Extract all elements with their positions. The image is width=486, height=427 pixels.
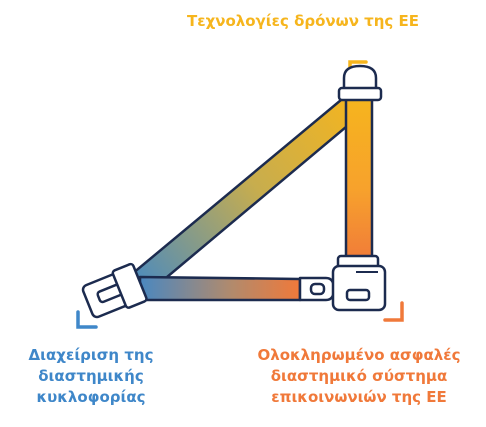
belt-strap-vertical xyxy=(344,94,374,266)
belt-strap-diagonal xyxy=(118,88,373,300)
belt-strap-horizontal xyxy=(138,275,302,302)
label-secure-connectivity-system: Ολοκληρωμένο ασφαλές διαστημικό σύστημα … xyxy=(232,345,486,408)
label-line: Τεχνολογίες δρόνων της ΕΕ xyxy=(186,12,419,30)
label-line: Ολοκληρωμένο ασφαλές xyxy=(257,346,461,364)
label-line: διαστημικής xyxy=(38,367,144,385)
label-line: κυκλοφορίας xyxy=(36,388,146,406)
corner-bracket-right xyxy=(383,301,404,322)
label-line: διαστημικό σύστημα xyxy=(270,367,448,385)
belt-tongue-plate xyxy=(298,276,336,302)
belt-buckle-receiver xyxy=(331,254,387,312)
belt-latch-left xyxy=(81,262,148,319)
label-space-traffic-management: Διαχείριση της διαστημικής κυκλοφορίας xyxy=(0,345,182,408)
corner-bracket-left xyxy=(76,310,98,329)
belt-top-anchor xyxy=(337,64,383,102)
label-line: Διαχείριση της xyxy=(28,346,154,364)
label-eu-drone-technologies: Τεχνολογίες δρόνων της ΕΕ xyxy=(150,11,456,32)
label-line: επικοινωνιών της ΕΕ xyxy=(271,388,447,406)
